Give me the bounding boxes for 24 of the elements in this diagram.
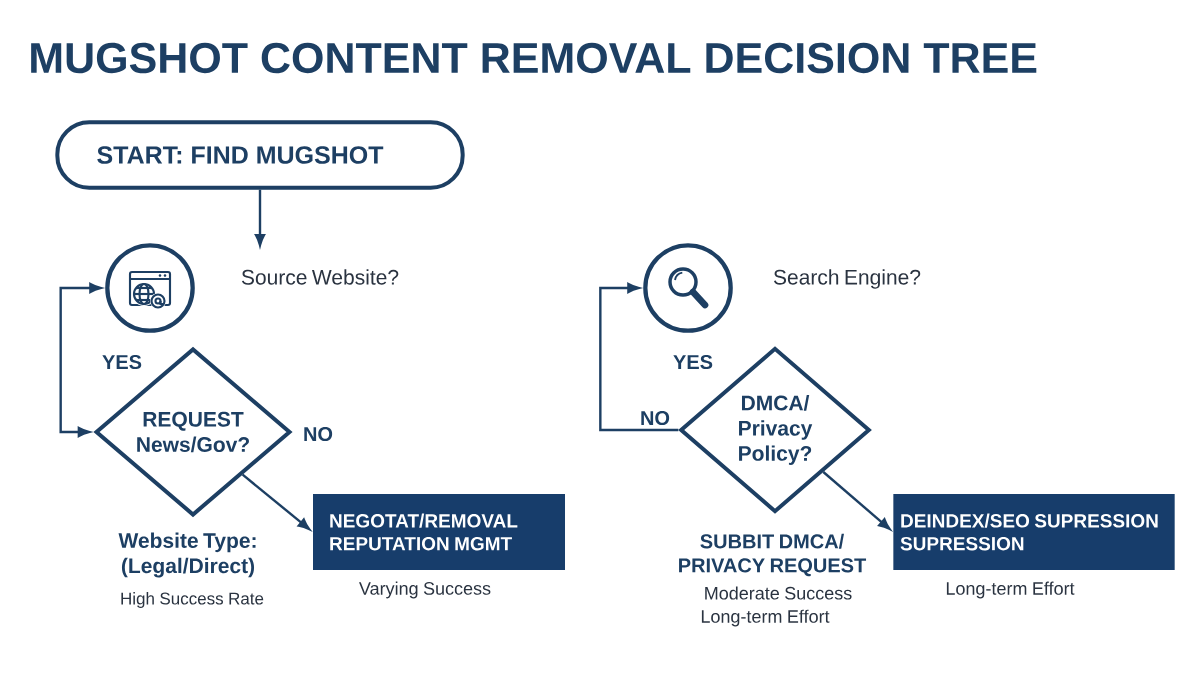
note-text: Varying Success (359, 581, 491, 599)
note-text: Search Engine? (773, 269, 921, 289)
arrow (254, 189, 266, 247)
branch-label: NO (641, 410, 670, 426)
note-text: Moderate Success (705, 586, 852, 600)
note-text: Source Website? (241, 269, 399, 285)
arrow (241, 473, 311, 531)
arrow (822, 471, 891, 530)
title: MUGSHOT CONTENT REMOVAL DECISION TREE (31, 42, 1037, 74)
branch-label: YES (673, 354, 713, 370)
start-terminal: START: FIND MUGSHOT (55, 120, 465, 190)
arrow (599, 282, 679, 432)
branch-label: YES (102, 354, 142, 370)
note-text: High Success Rate (121, 592, 264, 608)
process-box: DEINDEX/SEO SUPRESSION SUPRESSION (893, 494, 1175, 570)
branch-label: NO (304, 426, 333, 442)
node-caption: SUBBIT DMCA/ PRIVACY REQUEST (679, 533, 867, 577)
node-caption: Website Type: (Legal/Direct) (118, 532, 256, 578)
note-text: Long-term Effort (701, 609, 830, 627)
icon-circle (643, 243, 733, 333)
arrow (59, 282, 102, 438)
process-box: NEGOTAT/REMOVAL REPUTATION MGMT (313, 494, 565, 570)
note-text: Long-term Effort (946, 581, 1075, 599)
icon-circle (105, 243, 195, 333)
